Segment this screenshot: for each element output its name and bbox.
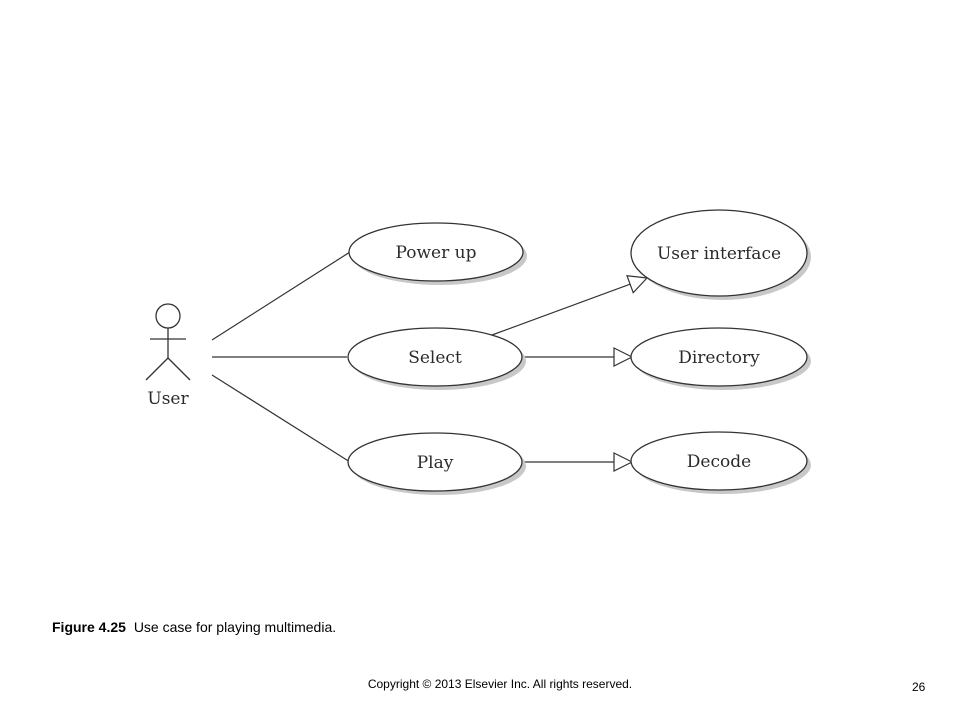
use-case-label-user-interface: User interface	[657, 244, 781, 264]
use-case-label-power-up: Power up	[396, 243, 477, 263]
use-case-user-interface: User interface	[630, 209, 811, 300]
generalizations	[491, 278, 647, 462]
actor-right-leg	[167, 357, 191, 381]
use-case-label-decode: Decode	[687, 452, 751, 472]
actor-user	[145, 303, 191, 381]
arrow-select-to-user-interface	[491, 278, 647, 336]
associations	[211, 251, 351, 463]
figure-number: Figure 4.25	[52, 619, 126, 635]
use-case-label-play: Play	[417, 453, 454, 473]
copyright-notice: Copyright © 2013 Elsevier Inc. All right…	[367, 677, 633, 691]
use-case-play: Play	[347, 432, 526, 495]
use-case-decode: Decode	[630, 431, 811, 494]
actor-left-leg	[145, 357, 169, 381]
use-case-label-select: Select	[408, 348, 462, 368]
use-case-power-up: Power up	[348, 222, 527, 285]
use-case-directory: Directory	[630, 327, 811, 390]
use-case-label-directory: Directory	[678, 348, 760, 368]
page-number: 26	[912, 680, 926, 694]
figure-caption: Figure 4.25 Use case for playing multime…	[52, 619, 336, 635]
actor-head	[155, 303, 181, 329]
association-play	[211, 374, 351, 463]
figure-caption-text: Use case for playing multimedia.	[133, 619, 337, 635]
actor-label: User	[147, 389, 189, 409]
use-case-select: Select	[347, 327, 526, 390]
association-power-up	[211, 251, 351, 341]
